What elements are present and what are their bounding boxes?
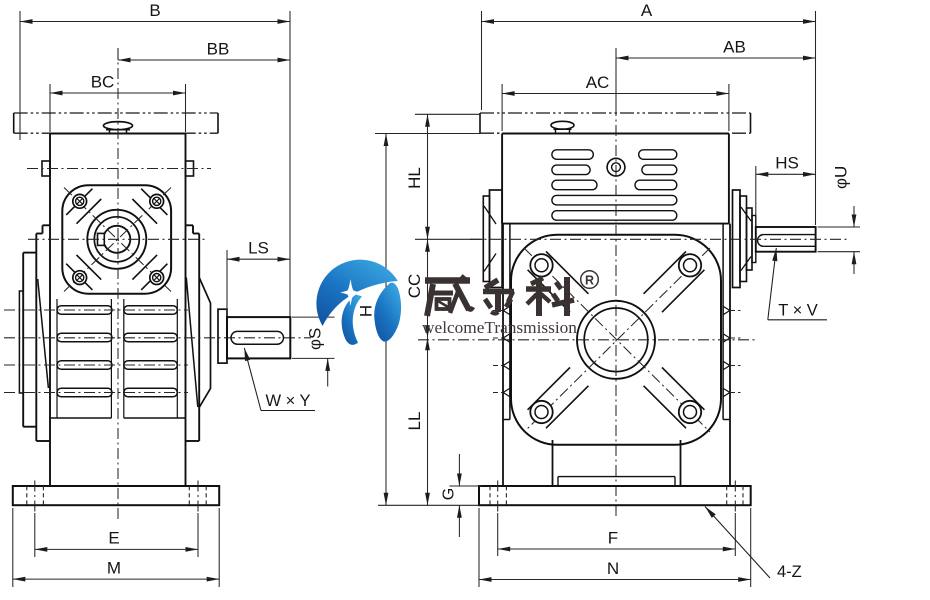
svg-text:R: R [585, 274, 594, 288]
svg-text:HL: HL [405, 167, 424, 189]
svg-text:M: M [107, 559, 121, 578]
svg-text:AB: AB [723, 38, 746, 57]
svg-text:G: G [441, 488, 458, 500]
svg-text:φS: φS [306, 328, 325, 350]
svg-text:W × Y: W × Y [265, 392, 310, 410]
svg-text:E: E [108, 529, 119, 548]
svg-text:φU: φU [832, 166, 851, 189]
svg-text:AC: AC [586, 73, 610, 92]
svg-text:T × V: T × V [778, 302, 818, 320]
svg-text:HS: HS [775, 154, 799, 173]
svg-text:CC: CC [405, 274, 424, 299]
svg-text:LL: LL [405, 412, 424, 431]
svg-text:B: B [149, 1, 160, 20]
svg-text:F: F [608, 529, 618, 548]
svg-text:BB: BB [207, 40, 230, 59]
svg-text:LS: LS [248, 239, 269, 258]
svg-text:N: N [607, 559, 619, 578]
svg-text:welcomeTransmission: welcomeTransmission [422, 318, 577, 337]
svg-text:H: H [357, 305, 376, 317]
svg-text:A: A [641, 1, 653, 20]
svg-text:4-Z: 4-Z [777, 563, 802, 581]
svg-text:BC: BC [91, 73, 115, 92]
